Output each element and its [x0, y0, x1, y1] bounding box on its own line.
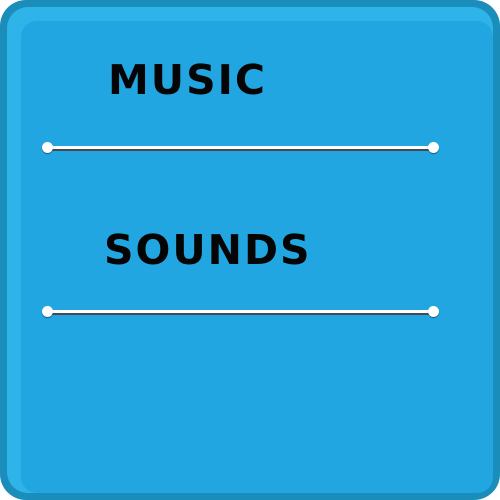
sounds-slider-track[interactable] — [48, 310, 434, 313]
music-slider-handle[interactable] — [428, 142, 439, 153]
music-slider-min-knob — [42, 142, 53, 153]
settings-panel-rim — [7, 7, 493, 493]
music-slider-track[interactable] — [48, 146, 434, 149]
sounds-volume-slider[interactable] — [42, 306, 440, 318]
sounds-label: SOUNDS — [104, 226, 312, 274]
sounds-slider-handle[interactable] — [428, 306, 439, 317]
music-label: MUSIC — [108, 56, 267, 104]
music-volume-slider[interactable] — [42, 142, 440, 154]
sounds-slider-min-knob — [42, 306, 53, 317]
settings-panel-face — [21, 21, 493, 493]
